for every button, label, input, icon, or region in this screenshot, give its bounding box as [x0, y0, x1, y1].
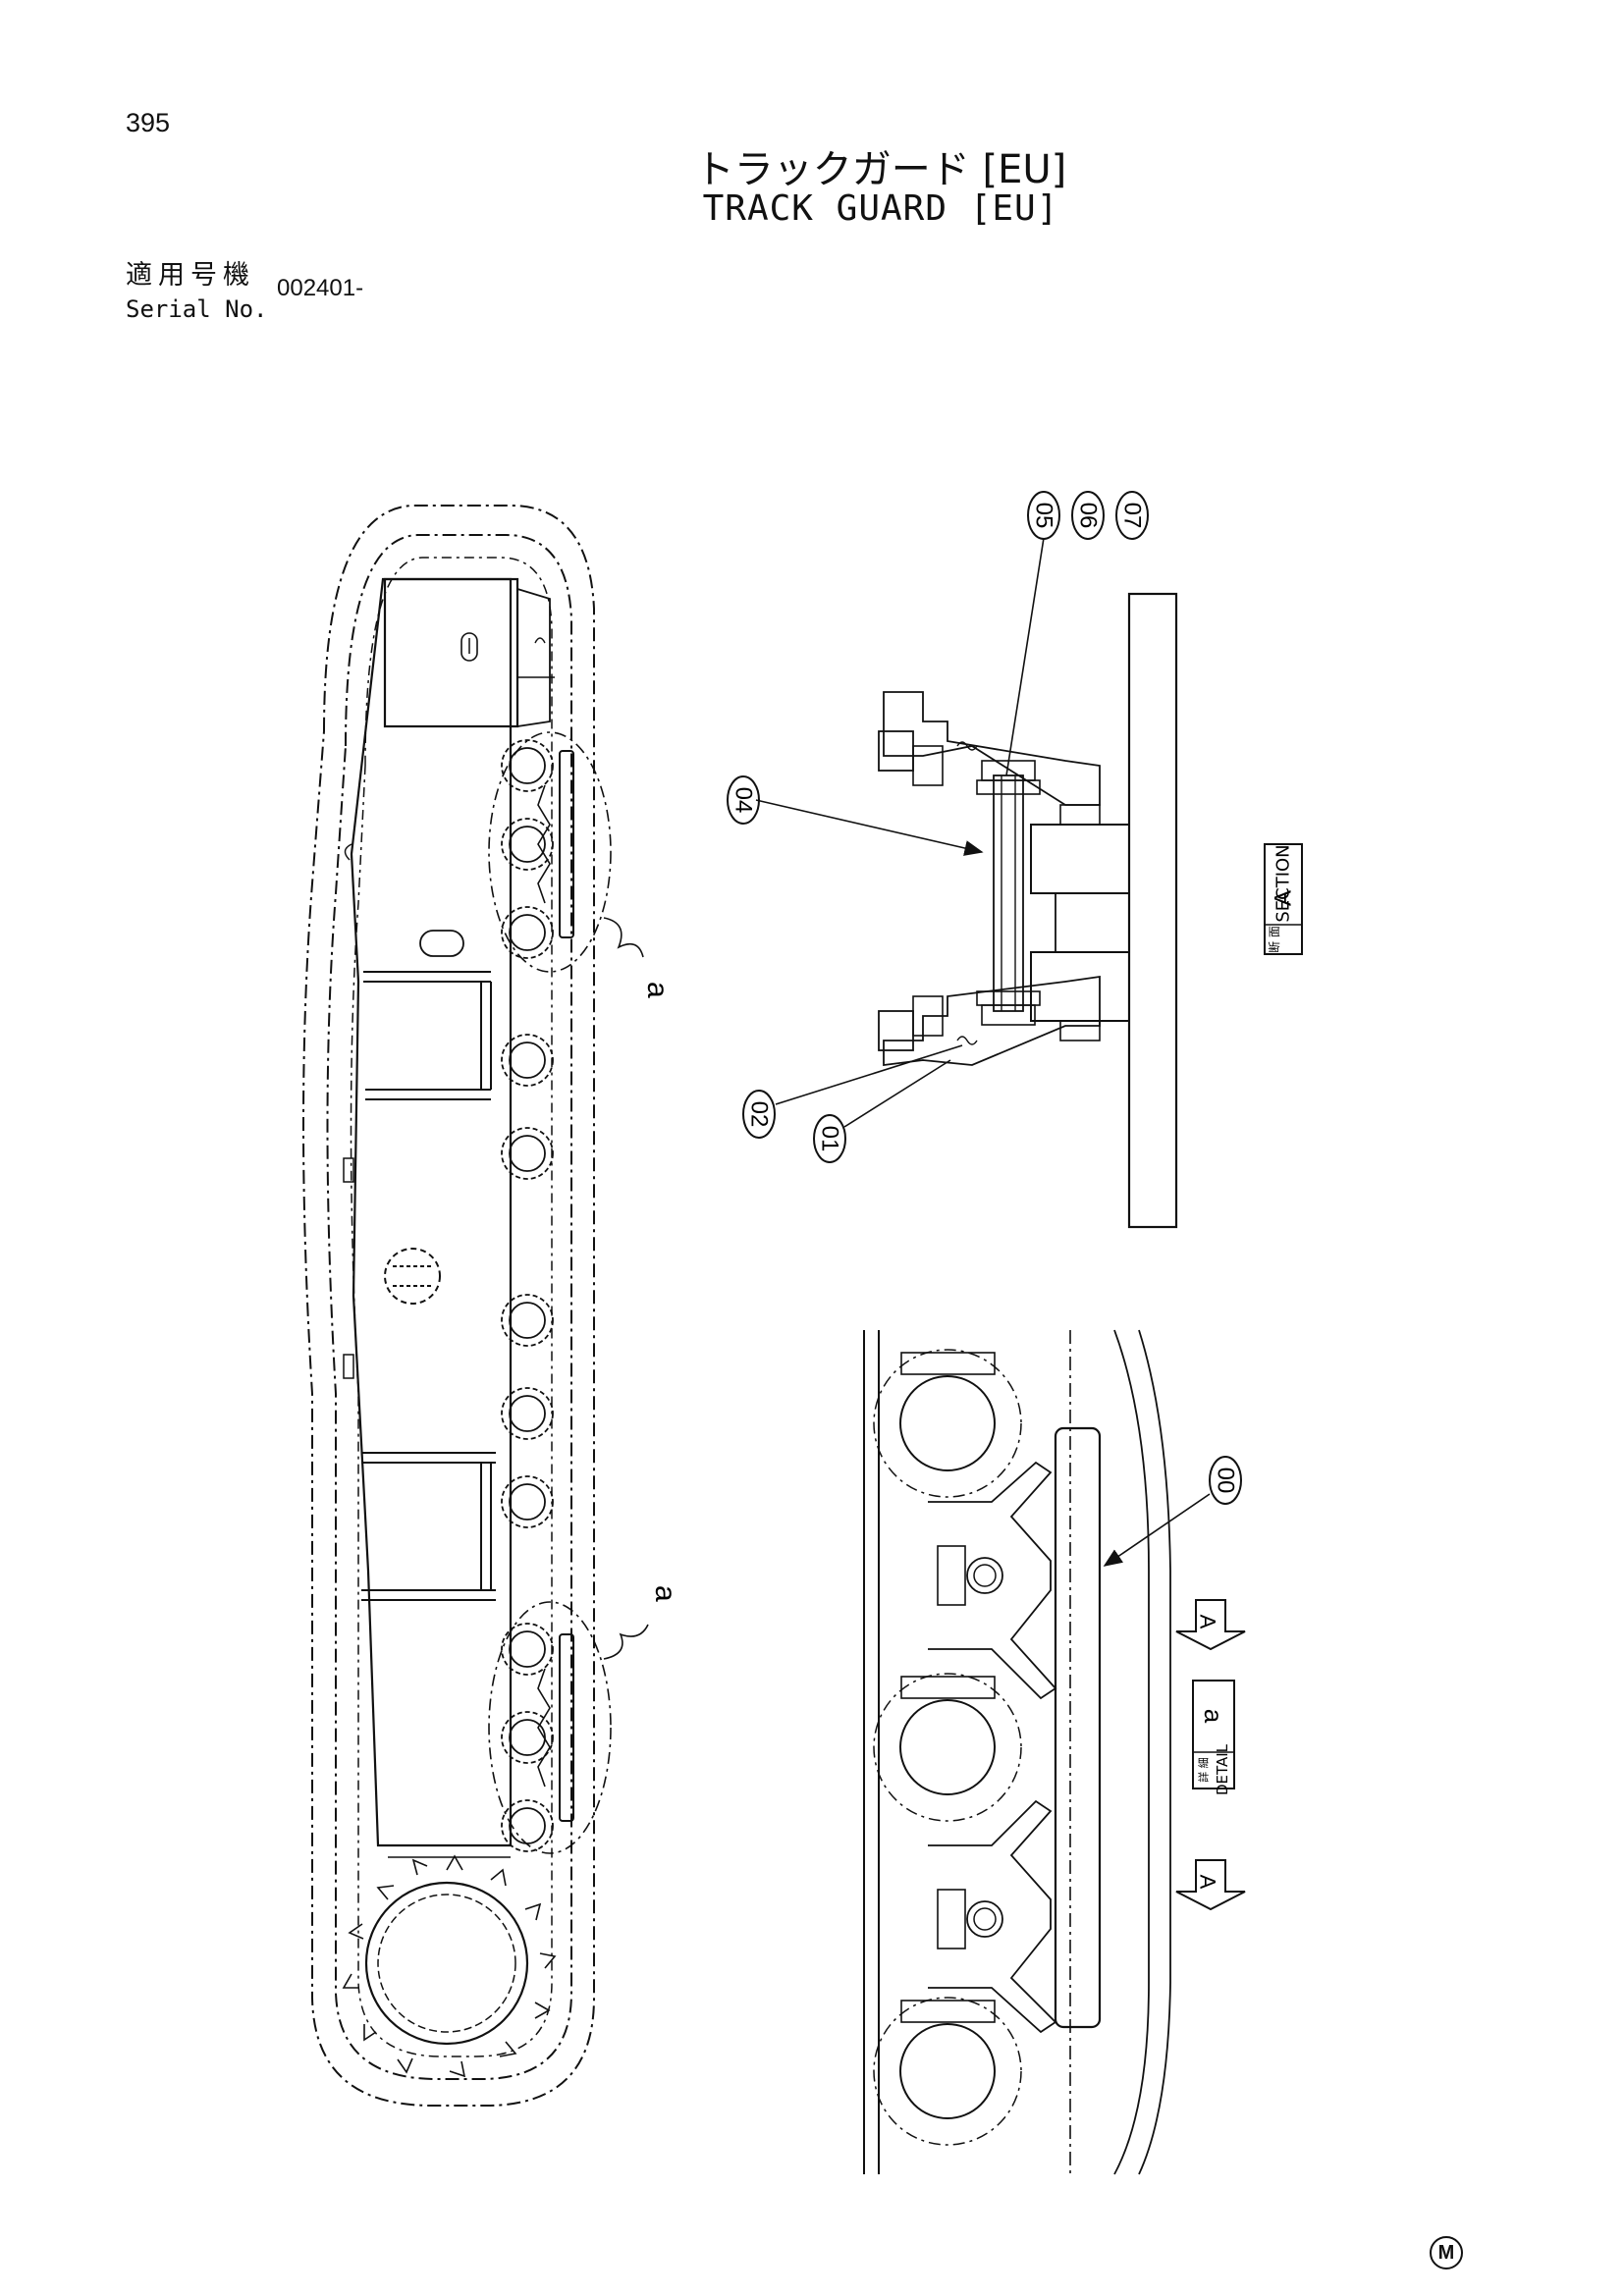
- svg-text:A: A: [1196, 1875, 1220, 1890]
- callout-01: 01: [813, 1114, 846, 1163]
- callout-02: 02: [742, 1090, 776, 1139]
- callout-04: 04: [727, 775, 760, 825]
- detail-a-view: [863, 1329, 1211, 2175]
- callout-00: 00: [1209, 1456, 1242, 1505]
- track-rollers: [501, 739, 554, 1852]
- detail-ellipse-front: [488, 731, 612, 973]
- svg-text:DETAIL: DETAIL: [1214, 1743, 1231, 1795]
- svg-text:a: a: [1199, 1709, 1228, 1724]
- detail-label-a-front: a: [641, 982, 674, 998]
- serial-number-value: 002401-: [277, 275, 364, 301]
- serial-label-english: Serial No.: [126, 295, 268, 323]
- page-title-english: TRACK GUARD [EU]: [702, 188, 1059, 229]
- section-arrow-bottom: A: [1175, 1859, 1246, 1911]
- track-guard-front: [559, 750, 574, 938]
- svg-text:A: A: [1271, 890, 1297, 906]
- page-title-japanese: トラックガード [EU]: [694, 147, 1067, 192]
- drive-sprocket: [342, 1844, 557, 2078]
- svg-text:07: 07: [1119, 503, 1146, 529]
- section-a-label: SECTION 断 面 A: [1264, 843, 1303, 955]
- manufacturer-mark: M: [1430, 2236, 1463, 2269]
- detail-a-label: a DETAIL 詳 細: [1192, 1680, 1235, 1795]
- guard-bolt: [993, 774, 1024, 1012]
- callout-06: 06: [1071, 491, 1105, 540]
- svg-text:詳 細: 詳 細: [1197, 1757, 1211, 1783]
- track-chain-inner: [326, 534, 572, 2080]
- svg-text:A: A: [1196, 1615, 1220, 1629]
- track-shoe: [1127, 592, 1178, 1229]
- svg-text:02: 02: [746, 1101, 773, 1128]
- callout-07: 07: [1115, 491, 1149, 540]
- svg-text:04: 04: [731, 787, 757, 814]
- svg-text:01: 01: [817, 1126, 843, 1152]
- section-arrow-top: A: [1175, 1599, 1246, 1651]
- svg-text:00: 00: [1213, 1468, 1239, 1494]
- track-chain-outer: [302, 505, 595, 2107]
- track-frame-view: [302, 505, 649, 2107]
- svg-text:断 面: 断 面: [1267, 926, 1281, 953]
- serial-label: 適用号機 Serial No.: [126, 253, 268, 323]
- track-guard-rear: [559, 1633, 574, 1822]
- page-number: 395: [126, 108, 171, 137]
- detail-label-a-rear: a: [649, 1585, 681, 1602]
- svg-text:06: 06: [1075, 503, 1102, 529]
- svg-text:05: 05: [1031, 503, 1057, 529]
- idler-bracket: [383, 577, 519, 728]
- detail-ellipse-rear: [488, 1601, 612, 1854]
- section-a-view: [755, 537, 1178, 1229]
- callout-05: 05: [1027, 491, 1060, 540]
- svg-text:SECTION: SECTION: [1273, 844, 1294, 922]
- track-guard-plate: [1054, 1426, 1102, 2029]
- frame-body: [350, 577, 513, 1847]
- serial-label-japanese: 適用号機: [126, 260, 255, 291]
